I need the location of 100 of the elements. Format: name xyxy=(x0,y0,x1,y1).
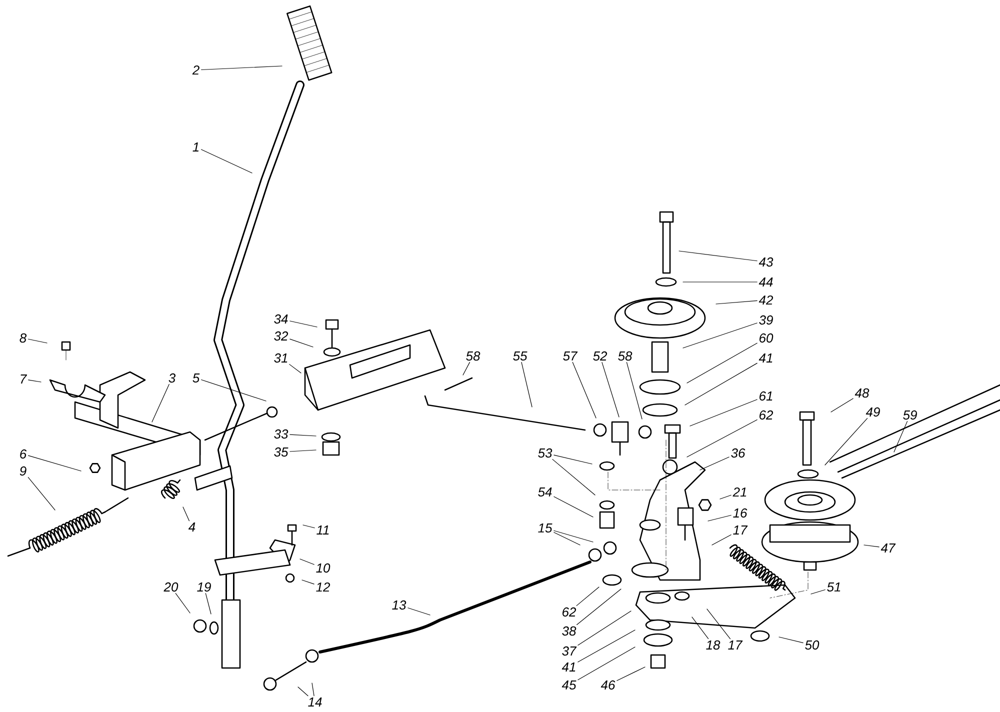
callout-number: 6 xyxy=(20,449,27,459)
callout-number: 41 xyxy=(758,354,772,362)
callout-number: 49 xyxy=(866,407,880,417)
leader-line xyxy=(312,682,314,696)
callout-number: 51 xyxy=(827,582,840,592)
leader-line xyxy=(290,338,314,348)
callout-number: 50 xyxy=(805,640,820,650)
callout-number: 20 xyxy=(164,582,178,592)
leader-line xyxy=(684,362,758,406)
leader-line xyxy=(602,362,620,418)
callout-number: 58 xyxy=(466,351,480,361)
leader-line xyxy=(578,610,632,646)
callout-number: 4 xyxy=(188,522,196,532)
leader-line xyxy=(626,362,642,420)
callout-number: 54 xyxy=(538,487,552,497)
callout-number: 44 xyxy=(758,278,773,286)
callout-number: 36 xyxy=(731,448,746,458)
callout-number: 45 xyxy=(562,680,576,690)
leader-line xyxy=(28,380,42,382)
callout-number: 8 xyxy=(20,333,27,343)
callout-number: 48 xyxy=(854,388,870,398)
callout-number: 31 xyxy=(274,353,288,363)
leader-line xyxy=(152,384,170,422)
callout-number: 34 xyxy=(274,314,288,324)
leader-line xyxy=(182,506,190,522)
leader-line xyxy=(300,558,314,565)
callout-number: 61 xyxy=(760,391,772,401)
leader-line xyxy=(289,364,302,374)
callout-number: 42 xyxy=(758,295,774,305)
callout-number: 7 xyxy=(20,374,28,384)
leader-line xyxy=(700,456,730,470)
callout-number: 39 xyxy=(759,315,773,325)
leader-line xyxy=(692,616,709,639)
leader-line xyxy=(616,666,646,681)
leader-line xyxy=(686,419,758,458)
callout-number: 38 xyxy=(562,626,576,636)
callout-number: 16 xyxy=(733,508,748,518)
leader-line xyxy=(554,530,594,542)
leader-line xyxy=(576,588,622,625)
leader-line xyxy=(830,398,854,412)
leader-line xyxy=(894,421,908,452)
callout-number: 2 xyxy=(192,65,200,75)
callout-number: 58 xyxy=(618,351,632,361)
callout-number: 43 xyxy=(758,257,774,267)
leader-line xyxy=(578,630,636,662)
callout-number: 35 xyxy=(274,447,288,457)
callout-number: 59 xyxy=(903,410,917,420)
leader-line xyxy=(290,434,316,436)
callout-number: 19 xyxy=(197,582,211,592)
leader-line xyxy=(205,593,212,614)
leader-line xyxy=(302,524,315,528)
leader-line xyxy=(690,399,758,426)
leader-line xyxy=(201,149,252,174)
leader-line xyxy=(576,586,600,606)
callout-number: 37 xyxy=(562,646,577,656)
leader-line xyxy=(778,636,804,644)
callout-number: 52 xyxy=(593,351,608,361)
leader-line xyxy=(298,686,308,696)
leader-line xyxy=(706,608,730,640)
leader-line xyxy=(708,514,732,522)
leader-line xyxy=(28,455,82,472)
callout-number: 9 xyxy=(20,466,26,476)
leader-line xyxy=(686,342,758,384)
leader-line xyxy=(678,250,758,262)
callout-number: 41 xyxy=(562,662,576,672)
leader-line xyxy=(824,418,868,466)
callout-number: 14 xyxy=(308,698,322,706)
callout-number: 5 xyxy=(192,373,200,383)
leader-line xyxy=(408,608,430,616)
leader-line xyxy=(554,454,592,464)
callout-number: 18 xyxy=(706,640,720,650)
leader-line xyxy=(712,534,732,546)
leader-line xyxy=(290,450,316,452)
callout-number: 1 xyxy=(192,142,199,152)
callout-number: 10 xyxy=(316,563,330,573)
leader-line xyxy=(810,589,826,594)
callout-number: 11 xyxy=(316,526,329,534)
callout-number: 33 xyxy=(274,429,288,439)
leader-line xyxy=(572,362,596,418)
callout-number: 3 xyxy=(168,373,176,383)
leader-line xyxy=(578,646,636,680)
callout-number: 21 xyxy=(732,487,746,497)
leader-line xyxy=(175,593,190,614)
leader-line xyxy=(462,362,470,376)
leader-line xyxy=(864,544,880,548)
callout-number: 47 xyxy=(880,544,896,552)
callout-number: 12 xyxy=(316,582,330,592)
callout-number: 13 xyxy=(392,600,406,610)
callout-number: 57 xyxy=(563,351,578,361)
leader-line xyxy=(554,532,580,546)
callout-number: 55 xyxy=(513,351,528,361)
leader-line xyxy=(290,320,318,328)
leader-line xyxy=(682,322,758,348)
leader-line xyxy=(28,338,48,344)
callout-number: 15 xyxy=(538,523,552,533)
callout-number: 17 xyxy=(728,640,743,650)
callout-number: 62 xyxy=(562,607,576,617)
callout-number: 53 xyxy=(538,448,552,458)
leader-line xyxy=(28,477,56,510)
leader-line xyxy=(720,494,732,500)
